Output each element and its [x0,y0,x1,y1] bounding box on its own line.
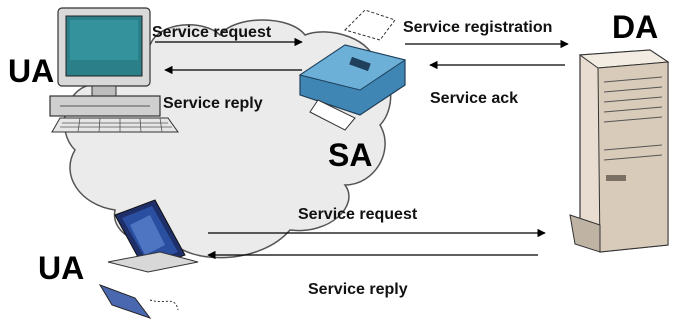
laptop-computer-icon [98,199,199,319]
desktop-computer-icon [49,7,179,133]
label-service-reply-top: Service reply [163,95,263,112]
label-sa: SA [328,137,372,173]
label-service-request-bottom: Service request [298,206,418,223]
label-da: DA [612,9,658,45]
label-ua-top: UA [8,53,54,89]
label-service-registration: Service registration [403,19,552,36]
printer-icon [298,9,407,131]
label-ua-bottom: UA [38,250,84,286]
label-service-ack: Service ack [430,90,518,107]
label-service-reply-bottom: Service reply [308,281,408,298]
label-service-request-top: Service request [152,24,272,41]
server-tower-icon [569,49,670,253]
